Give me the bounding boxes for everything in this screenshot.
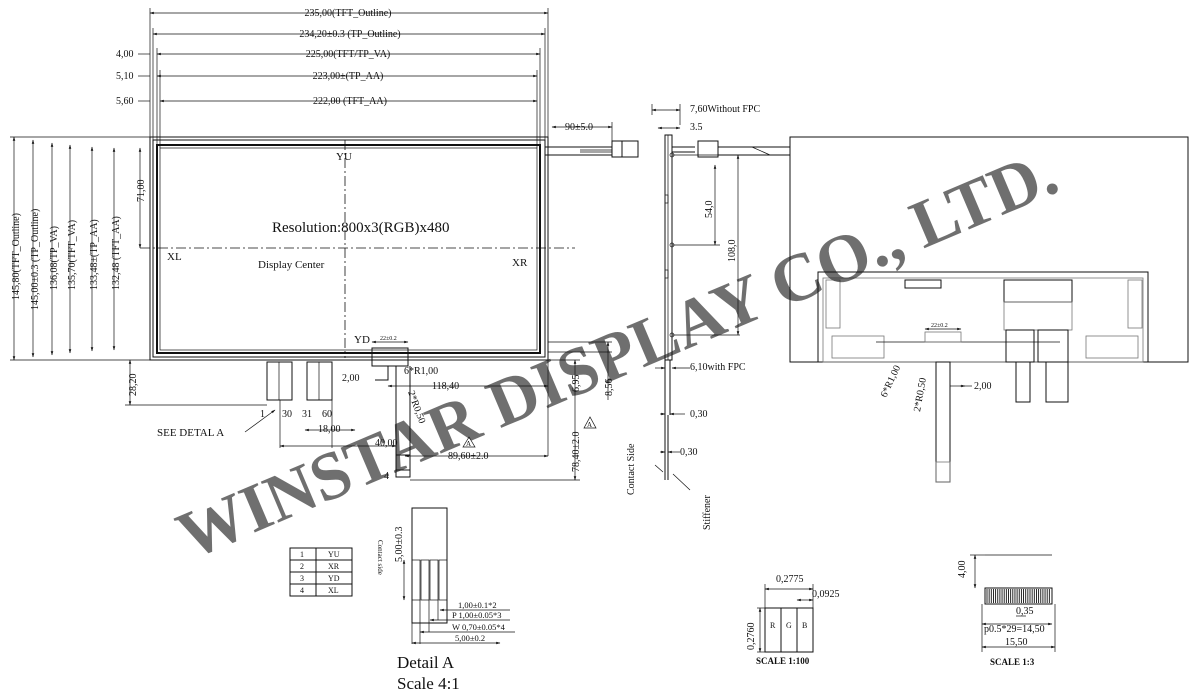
pin-31: 31 [302, 409, 312, 420]
active-area [156, 144, 541, 354]
pin-4: 4 [384, 471, 389, 482]
pin-table-no-4: 4 [300, 586, 304, 595]
pin-60: 60 [322, 409, 332, 420]
active-area-inner [159, 147, 538, 351]
label-display-center: Display Center [258, 259, 325, 271]
pixel-b: B [802, 621, 807, 630]
detail-5-00: 5,00±0.2 [455, 633, 485, 643]
pin-table-no-3: 3 [300, 574, 304, 583]
detail-5-00-v: 5,00±0.3 [394, 527, 405, 563]
dim-tft-aa: 222,00 (TFT_AA) [313, 96, 387, 107]
label-yd: YD [354, 334, 370, 346]
dim-tp-aa: 223,00±(TP_AA) [313, 71, 384, 82]
pin-table-name-3: YD [328, 574, 340, 583]
fpc-contact-fingers [986, 589, 1050, 603]
pin-table-name-2: XR [328, 562, 340, 571]
dim-fpc-90: 90±5.0 [565, 122, 593, 133]
dim-0-30b: 0,30 [680, 447, 698, 458]
pin-table-name-1: YU [328, 550, 340, 559]
fpc-0-35: 0,35 [1016, 606, 1034, 617]
dim-tft-outline: 235,00(TFT_Outline) [305, 8, 392, 19]
label-resolution: Resolution:800x3(RGB)x480 [272, 220, 450, 236]
dim-with-fpc: 6,10with FPC [690, 362, 746, 373]
dim-tft-tp-va: 225,00(TFT/TP_VA) [306, 49, 391, 60]
fpc-4-00: 4,00 [957, 561, 968, 579]
dim-center-71: 71,00 [136, 180, 147, 203]
dim-left-tft-outline: 145,80(TFT_Outline) [11, 213, 22, 300]
fpc-pitch: p0.5*29=14,50 [984, 624, 1045, 635]
dim-without-fpc: 7,60Without FPC [690, 104, 760, 115]
label-contact-side: Contact Side [626, 443, 637, 495]
detail-title: Detail A [397, 653, 455, 672]
label-stiffener: Stiffener [702, 495, 713, 530]
pixel-r: R [770, 621, 776, 630]
dim-18-00: 18,00 [318, 424, 341, 435]
pin-table-name-4: XL [328, 586, 339, 595]
pixel-detail: R G B 0,2775 0,0925 0,2760 SCALE 1:100 [746, 574, 840, 666]
pixel-scale: SCALE 1:100 [756, 656, 810, 666]
pixel-0-2760: 0,2760 [746, 623, 757, 651]
dim-54-0: 54,0 [704, 201, 715, 219]
rev-mark-1: A [466, 440, 471, 448]
label-yu: YU [336, 151, 352, 163]
fpc-15-50: 15,50 [1005, 637, 1028, 648]
tp-outline [152, 139, 546, 358]
detail-pitch: P 1,00±0.05*3 [452, 610, 501, 620]
pin-table: 1 YU 2 XR 3 YD 4 XL [289, 547, 353, 597]
dim-pitch-top: 22±0.2 [380, 336, 397, 342]
fpc-right [306, 361, 333, 401]
dim-108-0: 108,0 [727, 240, 738, 263]
dim-off-4: 4,00 [116, 49, 134, 60]
pin-30: 30 [282, 409, 292, 420]
dim-0-30a: 0,30 [690, 409, 708, 420]
pin-1: 1 [260, 409, 265, 420]
back-r1: 6*R1,00 [879, 364, 903, 400]
tft-outline [149, 136, 549, 361]
dim-89-60: 89,60±2.0 [448, 451, 489, 462]
dim-left-tp-va: 136,08(TP_VA) [49, 226, 60, 290]
label-xr: XR [512, 257, 528, 269]
pin-table-no-1: 1 [300, 550, 304, 559]
pin-table-no-2: 2 [300, 562, 304, 571]
pixel-0-2775: 0,2775 [776, 574, 804, 585]
detail-1-00: 1,00±0.1*2 [458, 600, 497, 610]
dim-8-56: 8,56 [604, 379, 615, 397]
detail-a: Contact side 5,00±0.3 1,00±0.1*2 P 1,00±… [376, 507, 515, 693]
back-r050: 2*R0,50 [912, 377, 929, 413]
dim-6-95: 6,95 [571, 375, 582, 393]
fpc-scale: SCALE 1:3 [990, 657, 1035, 667]
front-view: 235,00(TFT_Outline) 234,20±0.3 (TP_Outli… [10, 8, 639, 482]
label-xl: XL [167, 251, 182, 263]
dim-28-20: 28,20 [128, 374, 139, 397]
dim-off-5-60: 5,60 [116, 96, 134, 107]
dim-r1: 6*R1,00 [404, 366, 438, 377]
detail-width: W 0,70±0.05*4 [452, 622, 506, 632]
dim-2-00: 2,00 [342, 373, 360, 384]
dim-off-5-10: 5,10 [116, 71, 134, 82]
pixel-g: G [786, 621, 792, 630]
detail-scale: Scale 4:1 [397, 674, 460, 693]
detail-contact-side: Contact side [376, 540, 384, 575]
dim-left-tft-va: 135,70(TFT_VA) [67, 220, 78, 290]
fpc-left [266, 361, 293, 401]
side-panel [664, 134, 673, 361]
pixel-0-0925: 0,0925 [812, 589, 840, 600]
see-detail-a: SEE DETAL A [157, 427, 224, 439]
dim-40-00: 40,00 [375, 438, 398, 449]
back-pitch: 22±0.2 [931, 323, 948, 329]
fpc-contact-detail: 4,00 0,35 p0.5*29=14,50 15,50 SCALE 1:3 [957, 554, 1056, 667]
dim-left-tp-outline: 145,00±0.3 (TP_Outline) [30, 209, 41, 310]
dim-left-tp-aa: 133,48±(TP_AA) [89, 219, 100, 290]
rev-mark-2: A [587, 421, 592, 429]
dim-118-40: 118,40 [432, 381, 459, 392]
dim-tp-outline: 234,20±0.3 (TP_Outline) [299, 29, 400, 40]
back-2-00: 2,00 [974, 381, 992, 392]
dim-78-40: 78,40±2.0 [571, 432, 582, 473]
dim-left-tft-aa: 132,48 (TFT_AA) [111, 216, 122, 290]
dim-3-5: 3.5 [690, 122, 703, 133]
